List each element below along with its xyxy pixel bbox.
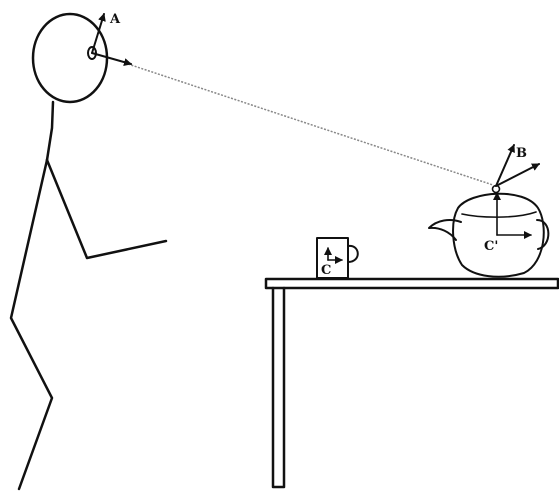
frame-a-label: A bbox=[109, 12, 121, 27]
mug-handle bbox=[348, 246, 358, 262]
teapot-spout bbox=[429, 220, 461, 240]
figure-neck-torso bbox=[47, 102, 53, 160]
frame-b-label: B bbox=[516, 146, 527, 161]
figure-front-leg bbox=[11, 160, 52, 489]
table bbox=[266, 279, 558, 487]
teapot-lid-line bbox=[462, 212, 536, 217]
teapot bbox=[429, 186, 548, 277]
line-of-sight bbox=[128, 64, 493, 185]
table-leg bbox=[273, 288, 284, 487]
frame-c-axes bbox=[328, 248, 342, 260]
frame-c-prime-label: C' bbox=[484, 239, 498, 254]
figure-arm bbox=[47, 160, 166, 258]
frame-c-label: C bbox=[321, 263, 331, 278]
figure-head bbox=[33, 14, 107, 102]
stick-figure bbox=[11, 14, 166, 489]
table-top bbox=[266, 279, 558, 288]
